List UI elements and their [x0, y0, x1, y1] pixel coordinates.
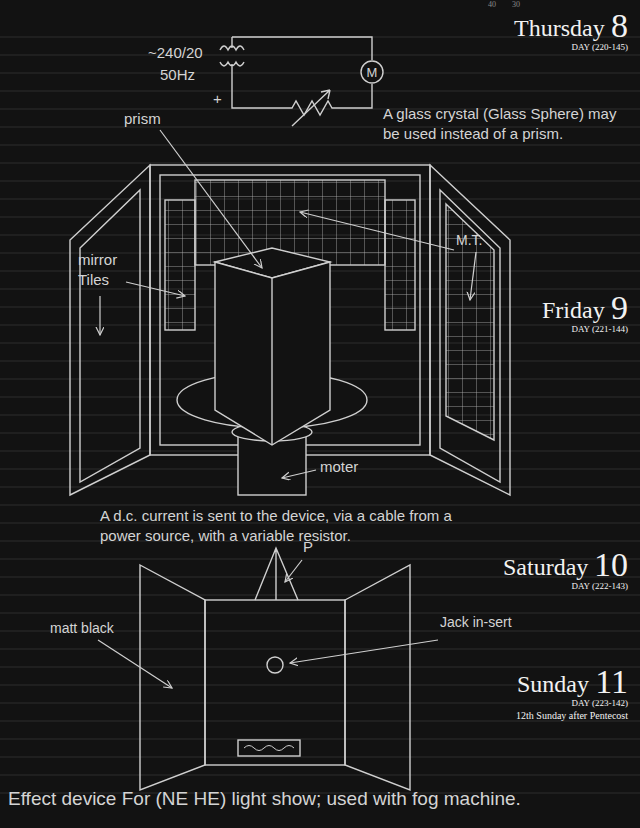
leader-line	[282, 470, 316, 478]
left-panel	[70, 165, 150, 495]
variable-resistor-arrow	[292, 90, 330, 126]
day-count: DAY (222-143)	[571, 581, 628, 591]
circuit-wire	[232, 37, 372, 115]
circuit-diagram	[220, 37, 372, 126]
mirror-tiles	[165, 200, 195, 330]
back-panel	[150, 165, 430, 455]
part-label: moter	[320, 458, 358, 475]
polarity-sign: +	[213, 90, 222, 107]
day-count: DAY (221-144)	[571, 324, 628, 334]
jack-socket	[267, 657, 283, 673]
part-label: P	[303, 538, 313, 555]
prism-edge	[271, 278, 272, 445]
frequency-label: 50Hz	[160, 66, 195, 83]
page-marker: 30	[512, 0, 520, 9]
leader-line	[126, 282, 185, 296]
mirror-tiles	[446, 204, 494, 440]
left-panel-frame	[80, 190, 140, 482]
date-number: 10	[594, 545, 628, 584]
note: A glass crystal (Glass Sphere) may be us…	[383, 104, 628, 144]
motor-circle	[361, 61, 383, 83]
back-panel-frame	[160, 175, 420, 445]
back-view	[140, 548, 410, 790]
motor-symbol: M	[360, 60, 384, 84]
leader-line	[160, 130, 262, 268]
scribble	[244, 746, 294, 751]
weekday: Saturday	[503, 553, 588, 581]
leader-line	[285, 560, 302, 582]
day-count: DAY (220-145)	[571, 42, 628, 52]
motor-letter: M	[367, 66, 378, 79]
weekday: Friday	[542, 296, 605, 324]
leader-line	[470, 252, 476, 300]
part-label: mirror Tiles	[78, 250, 140, 290]
leader-line	[99, 296, 100, 335]
left-wing	[140, 565, 205, 790]
leader-line	[290, 640, 438, 663]
date-number: 8	[611, 6, 628, 45]
right-panel	[430, 165, 510, 495]
leader-line	[300, 212, 454, 250]
part-label: prism	[124, 110, 161, 127]
part-label: Jack in-sert	[440, 614, 512, 630]
ruled-lines	[0, 20, 640, 810]
prism-top	[255, 548, 298, 600]
right-wing	[345, 565, 410, 790]
voltage-label: ~240/20	[148, 44, 203, 61]
leader-line	[98, 640, 172, 688]
feast-day: 12th Sunday after Pentecost	[516, 710, 628, 722]
plate	[238, 740, 300, 756]
mirror-cabinet	[70, 165, 510, 495]
part-label: M.T.	[456, 232, 482, 248]
day-count: DAY (223-142)	[571, 698, 628, 708]
leader-lines	[98, 130, 476, 688]
back-face	[205, 600, 345, 765]
note: A d.c. current is sent to the device, vi…	[100, 506, 490, 546]
caption: Effect device For (NE HE) light show; us…	[8, 788, 521, 810]
part-label: matt black	[50, 620, 114, 636]
transformer-symbol	[220, 37, 244, 70]
weekday: Thursday	[514, 14, 605, 42]
date-number: 9	[611, 288, 628, 327]
mirror-tiles	[385, 200, 415, 330]
date-number: 11	[595, 662, 628, 701]
prism	[215, 262, 330, 445]
page-marker: 40	[488, 0, 496, 9]
right-panel-frame	[440, 190, 500, 482]
weekday: Sunday	[517, 670, 589, 698]
